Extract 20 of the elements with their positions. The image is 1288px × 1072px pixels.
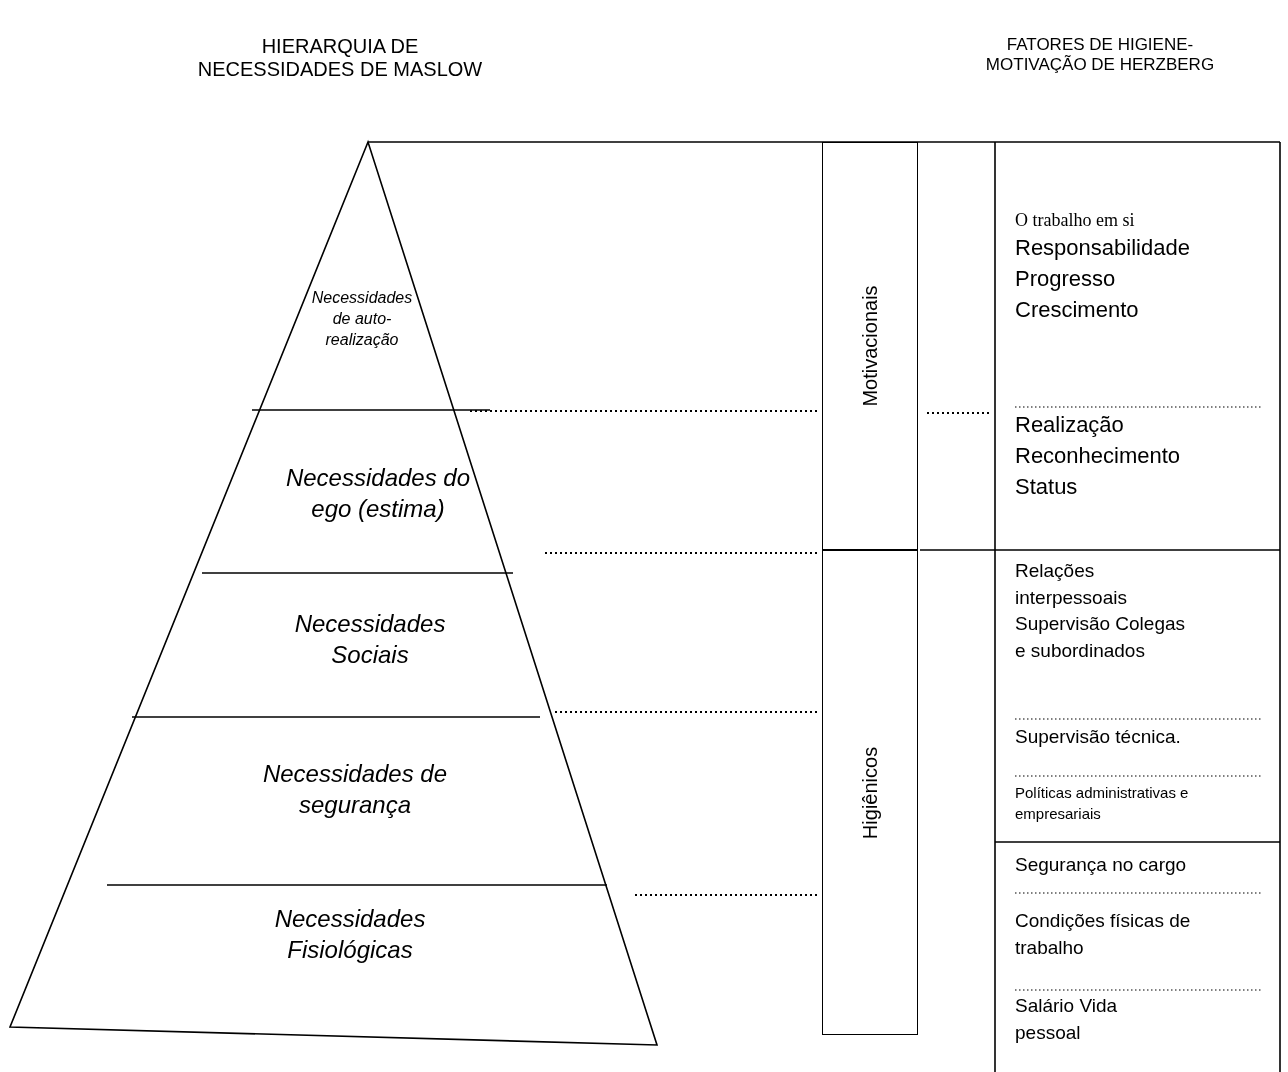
factor-list: Responsabilidade Progresso Crescimento bbox=[1015, 233, 1240, 326]
factor-heading: O trabalho em si bbox=[1015, 209, 1136, 232]
factor-list: Segurança no cargo bbox=[1015, 852, 1275, 888]
category-bar bbox=[822, 142, 918, 550]
level-label: Necessidades de segurança bbox=[250, 758, 460, 838]
factor-list: Condições físicas de trabalho bbox=[1015, 908, 1255, 972]
level-label: Necessidades do ego (estima) bbox=[283, 462, 473, 557]
factor-list: Supervisão técnica. bbox=[1015, 724, 1275, 758]
category-bar bbox=[822, 550, 918, 1035]
column-heading: FATORES DE HIGIENE-MOTIVAÇÃO DE HERZBERG bbox=[984, 35, 1216, 75]
factor-list: Relações interpessoais Supervisão Colegas e subordinados bbox=[1015, 558, 1195, 703]
level-label: Necessidades de auto-realização bbox=[307, 288, 417, 358]
factor-list: Salário Vida pessoal bbox=[1015, 993, 1145, 1053]
level-label: Necessidades Fisiológicas bbox=[245, 903, 455, 983]
factor-list: Realização Reconhecimento Status bbox=[1015, 410, 1240, 510]
category-label: Motivacionais bbox=[858, 285, 882, 407]
factor-list: Políticas administrativas e empresariais bbox=[1015, 782, 1255, 834]
category-label: Higiênicos bbox=[858, 746, 882, 839]
column-heading: HIERARQUIA DE NECESSIDADES DE MASLOW bbox=[196, 35, 484, 81]
level-label: Necessidades Sociais bbox=[255, 608, 485, 688]
